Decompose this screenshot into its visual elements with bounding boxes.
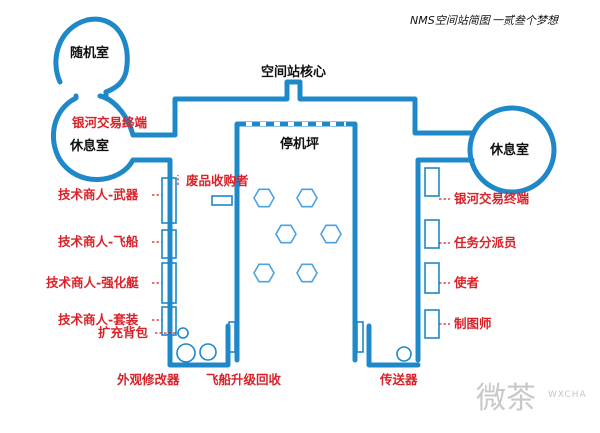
appearance-modifier-label: 外观修改器 [117, 372, 180, 387]
tech-ship-label: 技术商人-飞船 [58, 234, 139, 249]
landing-pad-hexagon [275, 224, 297, 244]
landing-pad-hexagon [253, 263, 275, 283]
teleporter-pod [396, 346, 412, 362]
landing-pad-hexagon [320, 224, 342, 244]
watermark-main: 微茶 [476, 381, 536, 416]
booth-mission [424, 219, 440, 249]
landing-pad-hexagon [296, 263, 318, 283]
lower-left-pocket [167, 323, 231, 368]
left-galactic-terminal-label: 银河交易终端 [72, 115, 148, 130]
teleporter-label: 传送器 [380, 372, 418, 387]
random-room-wall [53, 16, 130, 99]
outer-wall-right [415, 157, 475, 363]
apron-label: 停机坪 [280, 137, 320, 152]
ship-salvage-label: 飞船升级回收 [206, 372, 282, 387]
tech-weapons-label: 技术商人-武器 [58, 187, 139, 202]
booth-envoy [424, 262, 440, 294]
appearance-pod [176, 343, 196, 363]
tech-suit-label: 技术商人-套装 [58, 312, 139, 327]
booth-cartographer [424, 309, 440, 339]
outer-wall-left [130, 157, 173, 363]
landing-pad-hexagon [296, 188, 318, 208]
outer-wall-top [130, 79, 475, 138]
landing-pads [253, 188, 342, 283]
booth-weapons [161, 177, 177, 224]
map-author: 一贰叁个梦想 [492, 14, 558, 27]
left-rest-room-wall [50, 93, 136, 182]
booth-terminal-right [424, 167, 440, 197]
apron-door-left [228, 321, 236, 353]
salvage-pod [199, 343, 217, 361]
lower-right-pocket [366, 323, 421, 368]
random-room-label: 随机室 [70, 46, 110, 61]
apron-wall-left [234, 121, 358, 363]
scrap-dealer-label: 废品收购者 [186, 173, 249, 188]
tech-exocraft-label: 技术商人-强化艇 [46, 275, 139, 290]
booth-ship [161, 229, 177, 259]
envoy-label: 使者 [454, 275, 480, 290]
landing-pad-hexagon [253, 188, 275, 208]
mission-agent-label: 任务分派员 [454, 235, 517, 250]
station-core-label: 空间站核心 [261, 65, 327, 80]
cartographer-label: 制图师 [454, 316, 492, 331]
watermark-sub: WXCHA [548, 390, 587, 400]
right-rest-room-wall [467, 105, 557, 195]
scrap-dealer-box [211, 195, 233, 206]
backpack-label: 扩充背包 [98, 325, 149, 340]
map-title: NMS空间站简图 [410, 14, 490, 27]
apron-door-right [356, 321, 364, 353]
backpack-pod [177, 327, 189, 339]
right-rest-room-label: 休息室 [490, 143, 530, 158]
booth-suit [161, 306, 177, 336]
right-galactic-terminal-label: 银河交易终端 [454, 191, 530, 206]
left-rest-room-label: 休息室 [70, 139, 110, 154]
